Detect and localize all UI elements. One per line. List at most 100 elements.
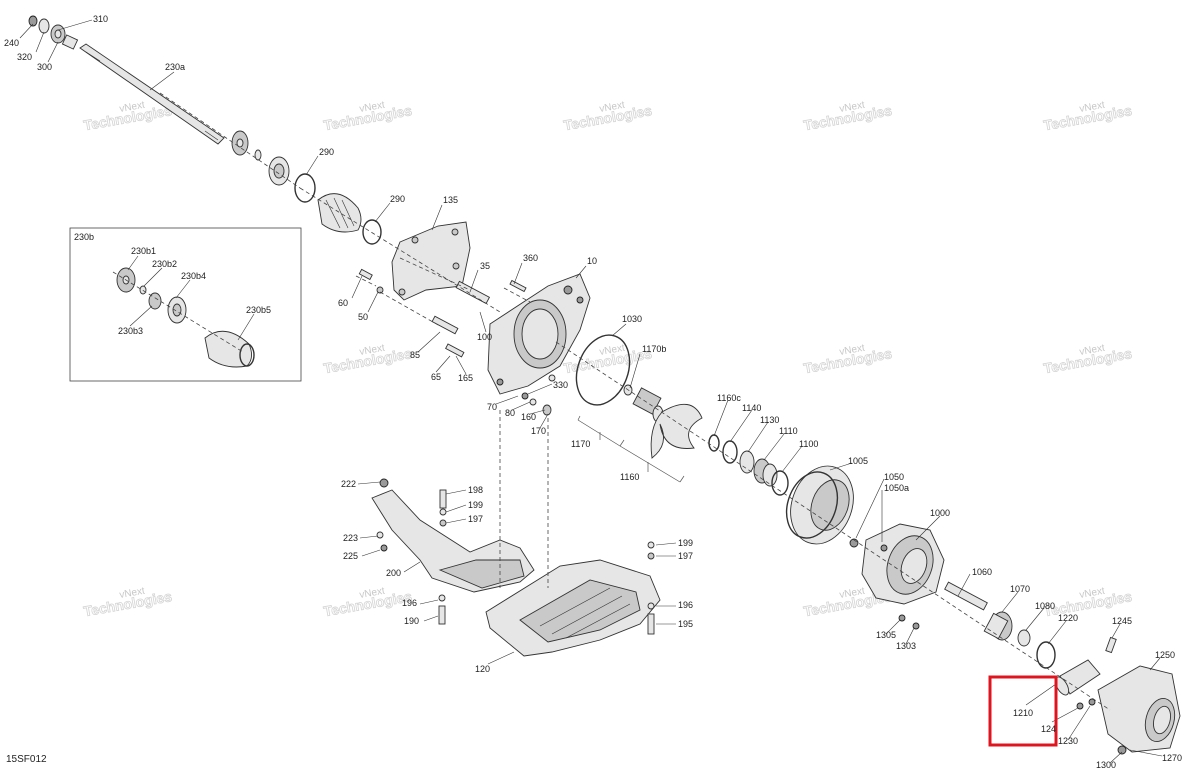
label-1303[interactable]: 1303 (896, 641, 916, 651)
label-135[interactable]: 135 (443, 195, 458, 205)
wear-ring-1005[interactable] (778, 457, 864, 553)
label-1050a[interactable]: 1050a (884, 483, 909, 493)
label-1305[interactable]: 1305 (876, 630, 896, 640)
bolt-1305[interactable] (898, 614, 906, 622)
watermark-line1: vNext (1079, 343, 1106, 358)
bolts-right[interactable] (647, 541, 655, 635)
label-222[interactable]: 222 (341, 479, 356, 489)
watermark-line1: vNext (119, 100, 146, 115)
small-fasteners[interactable] (521, 374, 556, 416)
label-1050[interactable]: 1050 (884, 472, 904, 482)
label-330[interactable]: 330 (553, 380, 568, 390)
label-200[interactable]: 200 (386, 568, 401, 578)
label-290[interactable]: 290 (390, 194, 405, 204)
label-124[interactable]: 124 (1041, 724, 1056, 734)
label-80[interactable]: 80 (505, 408, 515, 418)
label-100[interactable]: 100 (477, 332, 492, 342)
label-1060[interactable]: 1060 (972, 567, 992, 577)
label-225[interactable]: 225 (343, 551, 358, 561)
label-360[interactable]: 360 (523, 253, 538, 263)
label-196[interactable]: 196 (402, 598, 417, 608)
label-1270[interactable]: 1270 (1162, 753, 1182, 763)
label-1070[interactable]: 1070 (1010, 584, 1030, 594)
label-1250[interactable]: 1250 (1155, 650, 1175, 660)
label-197[interactable]: 197 (678, 551, 693, 561)
label-1005[interactable]: 1005 (848, 456, 868, 466)
label-230b1[interactable]: 230b1 (131, 246, 156, 256)
label-1220[interactable]: 1220 (1058, 613, 1078, 623)
label-197[interactable]: 197 (468, 514, 483, 524)
label-198[interactable]: 198 (468, 485, 483, 495)
label-165[interactable]: 165 (458, 373, 473, 383)
label-60[interactable]: 60 (338, 298, 348, 308)
label-230a[interactable]: 230a (165, 62, 185, 72)
label-1160c[interactable]: 1160c (717, 393, 741, 403)
watermark-line1: vNext (359, 586, 386, 601)
inset-title: 230b (74, 232, 94, 242)
label-310[interactable]: 310 (93, 14, 108, 24)
bearing-stack[interactable] (708, 434, 789, 496)
label-170[interactable]: 170 (531, 426, 546, 436)
bolt-1303[interactable] (912, 622, 920, 630)
label-199[interactable]: 199 (678, 538, 693, 548)
watermark-line1: vNext (599, 100, 626, 115)
label-50[interactable]: 50 (358, 312, 368, 322)
label-195[interactable]: 195 (678, 619, 693, 629)
label-65[interactable]: 65 (431, 372, 441, 382)
nozzle-1250[interactable] (1076, 636, 1181, 755)
part-labels: 240 310 320 300 230a 290 290 135 35 360 … (4, 14, 1182, 770)
label-1160[interactable]: 1160 (620, 472, 639, 482)
label-1100[interactable]: 1100 (799, 439, 818, 449)
label-120[interactable]: 120 (475, 664, 490, 674)
label-1080[interactable]: 1080 (1035, 601, 1055, 611)
label-230b3[interactable]: 230b3 (118, 326, 143, 336)
label-1170b[interactable]: 1170b (642, 344, 666, 354)
label-1210[interactable]: 1210 (1013, 708, 1033, 718)
watermark-line1: vNext (1079, 586, 1106, 601)
label-196[interactable]: 196 (678, 600, 693, 610)
o-ring-1030[interactable] (567, 328, 639, 413)
label-10[interactable]: 10 (587, 256, 597, 266)
drive-shaft-assembly[interactable] (28, 15, 382, 245)
label-1230[interactable]: 1230 (1058, 736, 1078, 746)
part-230b3[interactable] (148, 292, 162, 310)
label-1300[interactable]: 1300 (1096, 760, 1116, 770)
label-300[interactable]: 300 (37, 62, 52, 72)
assembly-lines (159, 92, 1111, 711)
label-1030[interactable]: 1030 (622, 314, 642, 324)
label-1140[interactable]: 1140 (742, 403, 761, 413)
stator-housing-1000[interactable] (849, 523, 945, 605)
label-230b2[interactable]: 230b2 (152, 259, 177, 269)
label-35[interactable]: 35 (480, 261, 490, 271)
label-290[interactable]: 290 (319, 147, 334, 157)
label-190[interactable]: 190 (404, 616, 419, 626)
label-320[interactable]: 320 (17, 52, 32, 62)
label-1170[interactable]: 1170 (571, 439, 590, 449)
bolts-198-199-197[interactable] (439, 489, 447, 527)
impeller-assembly[interactable] (623, 384, 703, 459)
watermark-line1: vNext (839, 100, 866, 115)
label-1000[interactable]: 1000 (930, 508, 950, 518)
label-1245[interactable]: 1245 (1112, 616, 1132, 626)
ride-plate-120[interactable] (485, 559, 661, 657)
label-85[interactable]: 85 (410, 350, 420, 360)
watermark-line1: vNext (1079, 100, 1106, 115)
label-1130[interactable]: 1130 (760, 415, 779, 425)
label-199[interactable]: 199 (468, 500, 483, 510)
watermark-line1: vNext (839, 586, 866, 601)
diagram-code: 15SF012 (6, 754, 47, 765)
label-240[interactable]: 240 (4, 38, 19, 48)
rear-shaft-assembly[interactable] (944, 581, 1056, 669)
label-230b5[interactable]: 230b5 (246, 305, 271, 315)
bracket-135[interactable] (391, 221, 471, 301)
label-1110[interactable]: 1110 (779, 426, 798, 436)
label-230b4[interactable]: 230b4 (181, 271, 206, 281)
pump-housing-10[interactable] (487, 273, 591, 395)
label-223[interactable]: 223 (343, 533, 358, 543)
watermark-line1: vNext (599, 343, 626, 358)
label-70[interactable]: 70 (487, 402, 497, 412)
bolts-left[interactable] (438, 594, 446, 625)
label-160[interactable]: 160 (521, 412, 536, 422)
support-200[interactable] (371, 478, 535, 593)
